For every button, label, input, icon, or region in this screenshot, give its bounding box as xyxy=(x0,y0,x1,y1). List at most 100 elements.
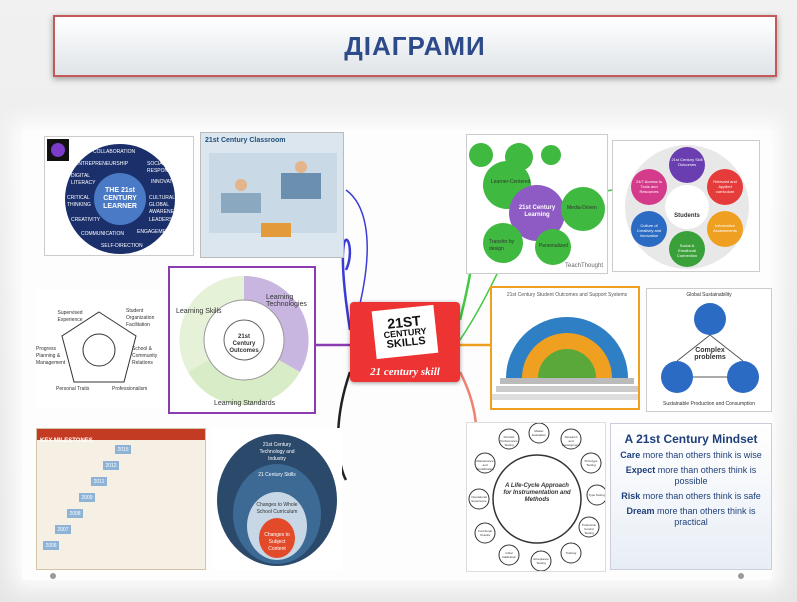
wheel-item-self-direction: SELF-DIRECTION xyxy=(101,243,143,249)
mindset-line-3-rest: more than others think is safe xyxy=(642,491,761,501)
wheel-item-critical: CRITICAL THINKING xyxy=(67,195,91,208)
center-node: 21ST CENTURY SKILLS 21 century skill xyxy=(350,302,460,382)
lifecycle-item-1: Periodic Performance Testing xyxy=(500,435,518,447)
learner-wheel-card: THE 21st CENTURY LEARNER COLLABORATION S… xyxy=(44,136,194,256)
student-item-4: Social & Emotional Connection xyxy=(676,243,698,258)
student-center: Students xyxy=(674,213,700,219)
classroom-title: 21st Century Classroom xyxy=(205,137,286,144)
wheel-item-innovation: INNOVATION xyxy=(151,179,182,185)
learning-footer: TeachThought xyxy=(565,263,604,269)
lifecycle-item-6: Production Control Testing xyxy=(581,523,597,535)
mindset-line-2: Expect more than others think is possibl… xyxy=(611,465,771,487)
pentagon-item-supervised: Supervised Experience xyxy=(57,310,83,323)
lifecycle-center: A Life-Cycle Approach for Instrumentatio… xyxy=(503,483,571,503)
classroom-graphic xyxy=(209,153,337,237)
lifecycle-item-4: Prototype Testing xyxy=(584,459,598,467)
mindset-line-2-rest: more than others think is possible xyxy=(657,465,757,486)
mindset-line-2-bold: Expect xyxy=(625,465,656,475)
wheel-item-communication: COMMUNICATION xyxy=(81,231,124,237)
student-item-3: Informative Assessments xyxy=(713,223,737,233)
sustainability-graphic xyxy=(661,303,759,393)
learner-wheel-center: THE 21st CENTURY LEARNER xyxy=(103,187,137,210)
support-title: 21st Century Student Outcomes and Suppor… xyxy=(506,292,628,298)
student-outcomes-card: Students 21st Century Skill Outcomes Rel… xyxy=(612,140,760,272)
student-item-2: Relevant and Applied curriculum xyxy=(713,179,737,194)
wheel-item-creativity: CREATIVITY xyxy=(71,217,101,223)
milestones-card: KEY MILESTONES 2015 2012 2011 2009 2008 … xyxy=(36,428,206,570)
pentagon-item-professionalism: Professionalism xyxy=(112,386,148,392)
sustain-bottom: Sustainable Production and Consumption xyxy=(662,401,755,407)
center-caption: 21 century skill xyxy=(370,366,440,378)
slide-title-box: ДІАГРАМИ xyxy=(53,15,777,77)
mindset-line-1-rest: more than others think is wise xyxy=(642,450,762,460)
slide-title: ДІАГРАМИ xyxy=(344,30,486,61)
onion-card: 21st Century Technology and Industry 21 … xyxy=(212,428,342,570)
pentagon-item-community: School & Community Relations xyxy=(132,346,158,366)
onion-layer-1: 21st Century Technology and Industry xyxy=(259,442,295,462)
milestone-2012: 2012 xyxy=(103,461,119,470)
pentagon-item-progress: Progress Planning & Management xyxy=(36,346,66,366)
outcomes-seg-tech: Learning Technologies xyxy=(266,294,307,308)
outcomes-seg-standards: Learning Standards xyxy=(214,400,276,407)
mindset-line-4-bold: Dream xyxy=(626,506,655,516)
milestone-2008: 2008 xyxy=(67,509,83,518)
wheel-item-engagement: ENGAGEMENT xyxy=(137,229,173,235)
mindset-line-4-rest: more than others think is practical xyxy=(656,506,756,527)
wheel-item-social: SOCIAL RESPONSIBILITY xyxy=(147,161,189,174)
lifecycle-item-2: Master Evaluation xyxy=(531,429,546,437)
lifecycle-item-5: Type Testing xyxy=(588,493,606,497)
milestone-2015: 2015 xyxy=(115,445,131,454)
lifecycle-graphic xyxy=(468,423,605,571)
onion-graphic xyxy=(217,434,337,566)
sustain-center: Complex problems xyxy=(694,347,726,361)
lifecycle-item-9: Initial Calibration xyxy=(501,551,517,559)
learning-bubbles-card: 21st Century Learning Learner-Centered M… xyxy=(466,134,608,274)
learning-center: 21st Century Learning xyxy=(518,205,556,218)
pentagon-item-traits: Personal Traits xyxy=(56,386,90,392)
milestones-title: KEY MILESTONES xyxy=(40,438,93,444)
bubble-learner-centered: Learner-Centered xyxy=(491,179,531,185)
slide-dot-right xyxy=(738,573,744,579)
learner-wheel-graphic xyxy=(47,139,175,254)
onion-layer-4: Changes to Subject Content xyxy=(264,532,290,552)
support-graphic xyxy=(492,317,638,400)
bubble-transfer: Transfer by design xyxy=(489,239,515,252)
milestones-header: KEY MILESTONES xyxy=(37,429,205,444)
student-item-5: Culture of Creativity and Innovation xyxy=(636,223,662,238)
mindset-line-1: Care more than others think is wise xyxy=(611,450,771,461)
support-systems-card: 21st Century Student Outcomes and Suppor… xyxy=(490,286,640,410)
mindset-line-3-bold: Risk xyxy=(621,491,641,501)
milestone-2006: 2006 xyxy=(43,541,59,550)
lifecycle-item-8: Acceptance Testing xyxy=(533,557,549,565)
wheel-item-cultural: CULTURAL & GLOBAL AWARENESS xyxy=(149,195,181,215)
milestone-2009: 2009 xyxy=(79,493,95,502)
student-item-6: 24/7 Access to Tools and Resources xyxy=(635,179,662,194)
classroom-card: 21st Century Classroom xyxy=(200,132,344,258)
pentagon-item-student-org: Student Organization Facilitation xyxy=(126,308,155,328)
lifecycle-item-11: Operational Experience xyxy=(471,495,487,503)
learning-bubbles-graphic xyxy=(469,143,605,265)
center-logo: 21ST CENTURY SKILLS xyxy=(371,304,439,360)
mindset-card: A 21st Century Mindset Care more than ot… xyxy=(610,423,772,570)
wheel-item-entrepreneurship: ENTREPRENEURSHIP xyxy=(75,161,129,167)
mindset-line-1-bold: Care xyxy=(620,450,641,460)
outcomes-center: 21st Century Outcomes xyxy=(229,334,259,354)
sustain-top: Global Sustainability xyxy=(686,292,732,298)
milestone-2011: 2011 xyxy=(91,477,107,486)
outcomes-graphic xyxy=(179,275,309,406)
lifecycle-item-10: Functional Checks xyxy=(478,529,492,537)
lifecycle-item-12: Maintenance and Recalibration xyxy=(476,459,494,471)
milestone-2007: 2007 xyxy=(55,525,71,534)
pentagon-card: Supervised Experience Progress Planning … xyxy=(36,290,162,408)
sustainability-card: Global Sustainability Complex problems S… xyxy=(646,288,772,412)
mindset-line-4: Dream more than others think is practica… xyxy=(611,506,771,528)
slide-dot-left xyxy=(50,573,56,579)
mindset-heading: A 21st Century Mindset xyxy=(624,432,758,446)
outcomes-seg-skills: Learning Skills xyxy=(176,308,222,315)
pentagon-graphic xyxy=(61,311,137,383)
student-item-1: 21st Century Skill Outcomes xyxy=(671,157,703,167)
student-outcomes-graphic xyxy=(625,145,749,269)
bubble-media-driven: Media-Driven xyxy=(567,205,597,211)
lifecycle-item-7: Training xyxy=(565,551,577,555)
